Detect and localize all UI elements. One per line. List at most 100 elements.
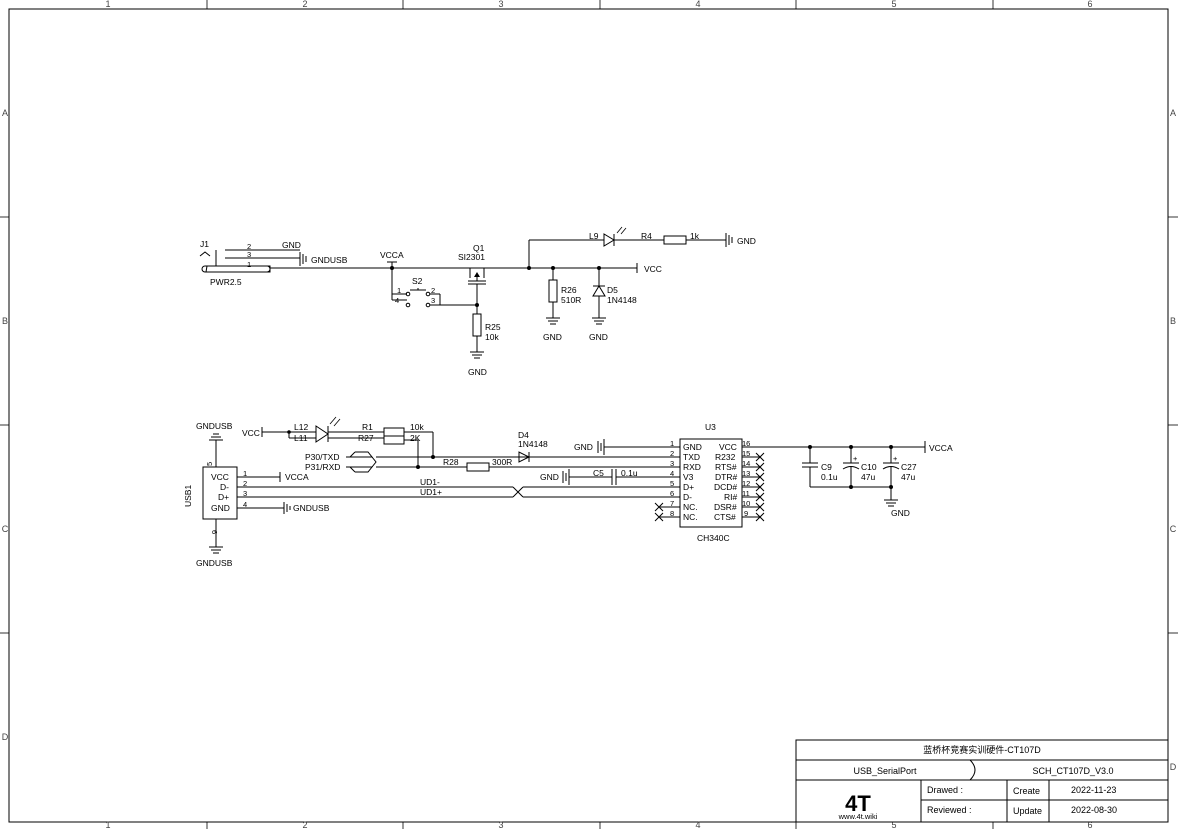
u3-value: CH340C bbox=[697, 533, 730, 543]
col-label-4: 4 bbox=[695, 0, 700, 9]
usb1-pin-vcc: VCC bbox=[211, 472, 229, 482]
col-label-1-bottom: 1 bbox=[105, 820, 110, 829]
usb1-ref: USB1 bbox=[183, 485, 193, 507]
d4-ref: D4 bbox=[518, 430, 529, 440]
u3-pin-8-name: NC. bbox=[683, 512, 698, 522]
usb1-vcca-net: VCCA bbox=[285, 472, 309, 482]
c10-value: 47u bbox=[861, 472, 875, 482]
row-label-c: C bbox=[2, 524, 9, 534]
u3-pin-4-name: V3 bbox=[683, 472, 694, 482]
u3-pin-1-num: 1 bbox=[670, 439, 674, 448]
u3-pin-12-num: 12 bbox=[742, 479, 750, 488]
usb1-pin-num-2: 2 bbox=[243, 479, 247, 488]
d4-diode: D4 1N4148 bbox=[518, 430, 548, 463]
usb1-pin-num-3: 3 bbox=[243, 489, 247, 498]
col-label-4-bottom: 4 bbox=[695, 820, 700, 829]
col-label-6: 6 bbox=[1087, 0, 1092, 9]
title-block-website: www.4t.wiki bbox=[838, 812, 878, 821]
led-vcc-net: VCC bbox=[242, 428, 260, 438]
j1-pin-3: 3 bbox=[247, 250, 251, 259]
u3-ch340c: U3 CH340C 1 2 3 4 5 6 7 8 GND TXD RXD V3… bbox=[654, 422, 925, 543]
j1-pin-1: 1 bbox=[247, 260, 251, 269]
d5-gnd-net: GND bbox=[589, 332, 608, 342]
u3-pin-2-name: TXD bbox=[683, 452, 700, 462]
s2-pin-4: 4 bbox=[395, 296, 399, 305]
u3-pin-7-name: NC. bbox=[683, 502, 698, 512]
q1-mosfet: Q1 SI2301 bbox=[458, 243, 489, 314]
r26-ref: R26 bbox=[561, 285, 577, 295]
uart-net-ports: P30/TXD P31/RXD bbox=[305, 451, 670, 473]
c5-gnd-net: GND bbox=[540, 472, 559, 482]
u3-pin-11-name: RI# bbox=[724, 492, 738, 502]
vcca-label-power: VCCA bbox=[380, 250, 404, 260]
d5-diode: D5 1N4148 GND bbox=[589, 268, 637, 342]
caps-gnd-net: GND bbox=[891, 508, 910, 518]
u3-left-pins: 1 2 3 4 5 6 7 8 GND TXD RXD V3 D+ D- NC.… bbox=[654, 439, 702, 522]
col-label-5-bottom: 5 bbox=[891, 820, 896, 829]
u3-pin-8-num: 8 bbox=[670, 509, 674, 518]
s2-pin-1: 1 bbox=[397, 286, 401, 295]
usb1-pin-gnd: GND bbox=[211, 503, 230, 513]
r1-value: 10k bbox=[410, 422, 424, 432]
u3-pin-16-name: VCC bbox=[719, 442, 737, 452]
r25-value: 10k bbox=[485, 332, 499, 342]
p30-txd-label: P30/TXD bbox=[305, 452, 340, 462]
u3-pin-1-name: GND bbox=[683, 442, 702, 452]
s2-pin-3: 3 bbox=[431, 296, 435, 305]
s2-ref: S2 bbox=[412, 276, 423, 286]
r27-ref: R27 bbox=[358, 433, 374, 443]
u3-pin-15-name: R232 bbox=[715, 452, 736, 462]
d5-value: 1N4148 bbox=[607, 295, 637, 305]
row-label-c-right: C bbox=[1170, 524, 1177, 534]
u3-pin-9-num: 9 bbox=[744, 509, 748, 518]
j1-pin-2: 2 bbox=[247, 242, 251, 251]
title-block-update-label: Update bbox=[1013, 806, 1042, 816]
d5-ref: D5 bbox=[607, 285, 618, 295]
p31-rxd-label: P31/RXD bbox=[305, 462, 340, 472]
col-label-2-bottom: 2 bbox=[302, 820, 307, 829]
r28-value: 300R bbox=[492, 457, 512, 467]
u3-pin1-gnd: GND bbox=[574, 439, 670, 455]
row-label-d-right: D bbox=[1170, 762, 1177, 772]
usb1-pin-dminus: D- bbox=[220, 482, 229, 492]
title-block-logo: 4T bbox=[845, 791, 871, 816]
title-block-create-label: Create bbox=[1013, 786, 1040, 796]
u3-pin-10-name: DSR# bbox=[714, 502, 737, 512]
u3-pin-4-num: 4 bbox=[670, 469, 674, 478]
c5-capacitor: GND C5 0.1u bbox=[540, 468, 670, 485]
row-label-b: B bbox=[2, 316, 8, 326]
usb-data-lines: UD1- UD1+ bbox=[237, 477, 670, 498]
u3-pin-14-name: RTS# bbox=[715, 462, 737, 472]
title-block-sheet-name: USB_SerialPort bbox=[853, 766, 917, 776]
q1-ref: Q1 bbox=[473, 243, 485, 253]
title-block: 蓝桥杯竞赛实训硬件-CT107D USB_SerialPort SCH_CT10… bbox=[795, 739, 1169, 823]
u3-pin-13-num: 13 bbox=[742, 469, 750, 478]
decoupling-capacitors: VCCA C9 0.1u + C10 47u + C27 47u GND bbox=[802, 441, 953, 518]
u3-pin-6-name: D- bbox=[683, 492, 692, 502]
usb1-pin-num-1: 1 bbox=[243, 469, 247, 478]
col-label-2: 2 bbox=[302, 0, 307, 9]
r28-resistor: R28 300R bbox=[443, 457, 670, 472]
r1-ref: R1 bbox=[362, 422, 373, 432]
usb1-shell-pin-top: 5 bbox=[205, 462, 214, 466]
r25-ref: R25 bbox=[485, 322, 501, 332]
power-input-circuit: J1 2 3 1 PWR2.5 GND GNDUSB VCCA bbox=[199, 226, 756, 377]
col-label-1: 1 bbox=[105, 0, 110, 9]
u3-pin-7-num: 7 bbox=[670, 499, 674, 508]
usb1-gndusb-top: GNDUSB bbox=[196, 421, 233, 431]
u3-pin-9-name: CTS# bbox=[714, 512, 736, 522]
usb-circuit: VCC D- D+ GND USB1 5 GNDUSB 6 GNDUSB 1 V… bbox=[183, 416, 670, 568]
tx-rx-leds: VCC L12 L11 R1 R27 10k 2K bbox=[242, 416, 435, 469]
c10-plus: + bbox=[853, 454, 858, 463]
u3-pin-11-num: 11 bbox=[742, 489, 750, 498]
r28-ref: R28 bbox=[443, 457, 459, 467]
u3-pin-2-num: 2 bbox=[670, 449, 674, 458]
u3-pin-12-name: DCD# bbox=[714, 482, 737, 492]
j1-ref: J1 bbox=[200, 239, 209, 249]
u3-pin-16-num: 16 bbox=[742, 439, 750, 448]
u3-pin-15-num: 15 bbox=[742, 449, 750, 458]
col-label-3-bottom: 3 bbox=[498, 820, 503, 829]
row-label-a: A bbox=[2, 108, 8, 118]
c5-value: 0.1u bbox=[621, 468, 638, 478]
ud1-plus-net: UD1+ bbox=[420, 487, 442, 497]
